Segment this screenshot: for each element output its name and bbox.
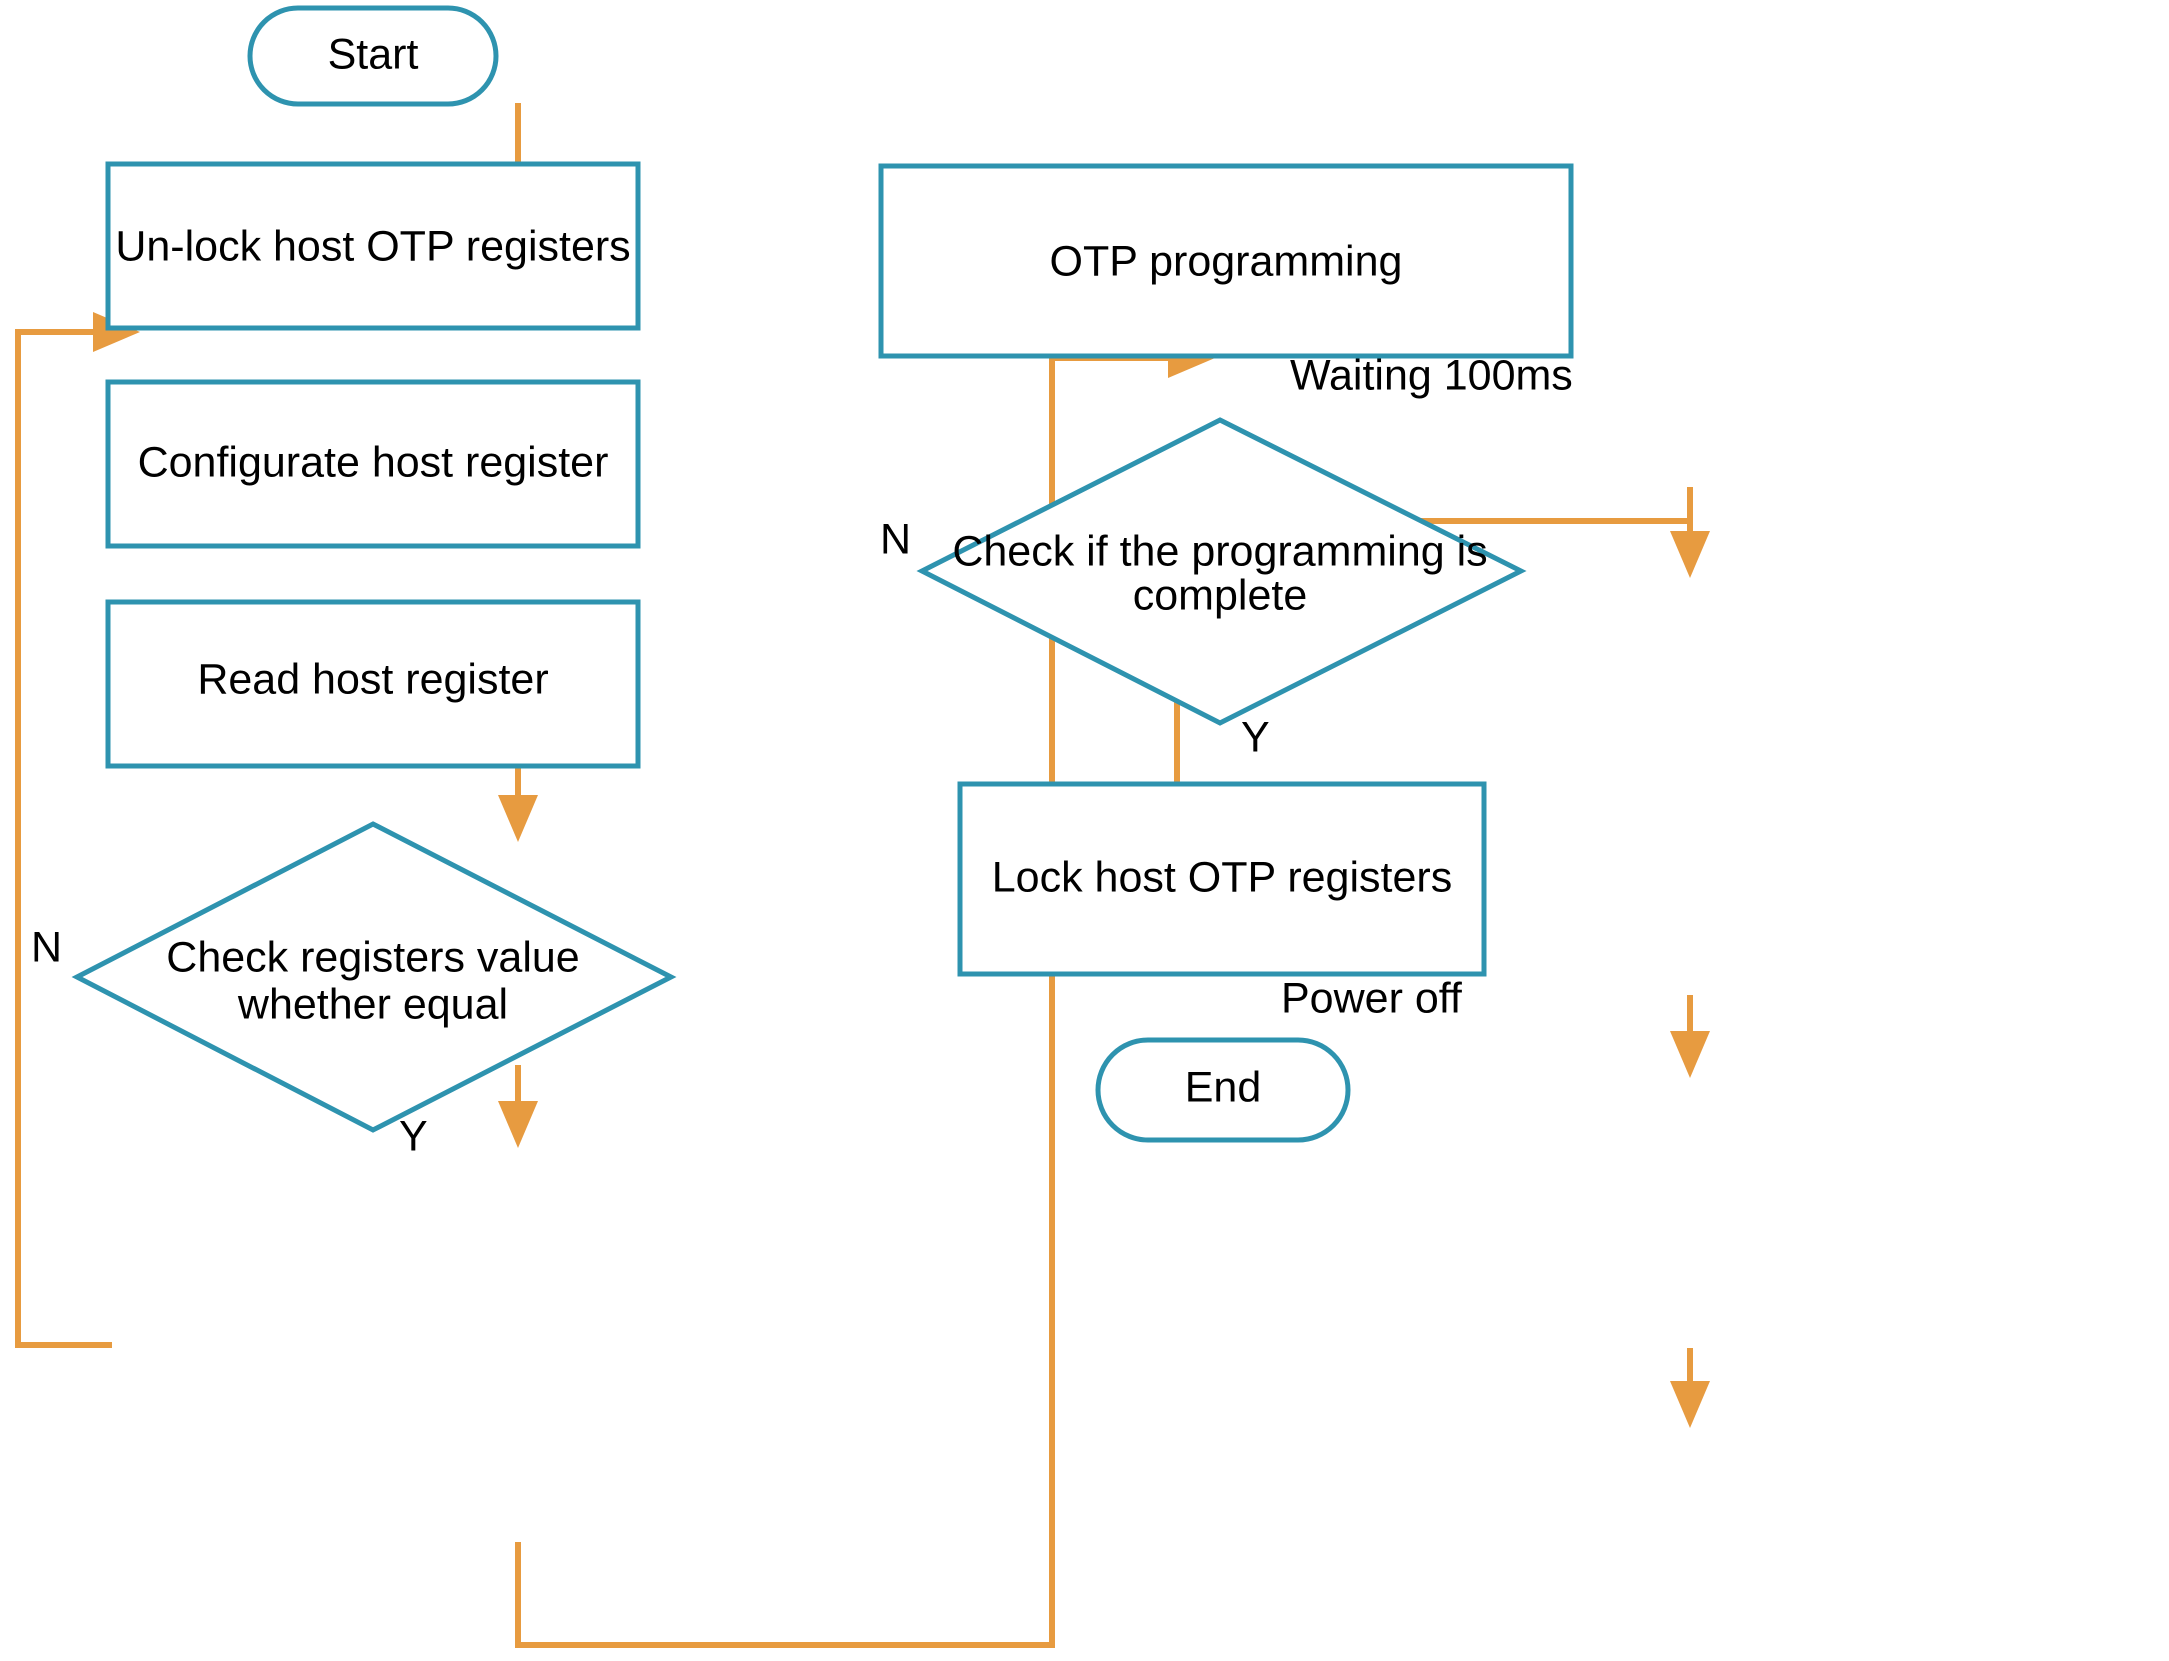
edge-otp-to-check-complete [1670, 487, 1710, 578]
node-unlock-host-otp-registers[interactable]: Un-lock host OTP registers [105, 161, 641, 331]
node-lock-host-otp-registers[interactable]: Lock host OTP registers [957, 781, 1487, 977]
node-lock-label: Lock host OTP registers [992, 853, 1452, 901]
node-otp-programming[interactable]: OTP programming [878, 163, 1574, 359]
node-check-equal-label-line1: Check registers value [166, 933, 579, 981]
node-end[interactable]: End [1095, 1037, 1351, 1143]
edge-label-power-off: Power off [1281, 974, 1463, 1022]
edge-configurate-to-read [498, 760, 538, 842]
node-start[interactable]: Start [247, 5, 499, 107]
node-otp-programming-label: OTP programming [1050, 237, 1403, 285]
edge-label-check-equal-no: N [31, 923, 62, 971]
edge-label-waiting: Waiting 100ms [1290, 351, 1573, 399]
node-check-complete-label-line1: Check if the programming is [952, 527, 1487, 575]
node-check-equal-label-line2: whether equal [237, 980, 508, 1028]
edge-label-check-equal-yes: Y [399, 1112, 428, 1160]
node-end-label: End [1185, 1063, 1262, 1111]
edge-check-complete-yes-to-lock [1670, 995, 1710, 1078]
node-read-host-register[interactable]: Read host register [105, 599, 641, 769]
edge-label-check-complete-no: N [880, 515, 911, 563]
node-configurate-label: Configurate host register [138, 438, 609, 486]
node-check-complete-label-line2: complete [1133, 571, 1307, 619]
node-check-programming-complete[interactable]: Check if the programming is complete [916, 417, 1527, 726]
edge-check-equal-no-loop [15, 312, 140, 1348]
edge-lock-to-end [1670, 1348, 1710, 1428]
node-start-label: Start [328, 30, 419, 78]
node-check-registers-value[interactable]: Check registers value whether equal [71, 821, 677, 1133]
node-unlock-label: Un-lock host OTP registers [115, 222, 630, 270]
edge-label-check-complete-yes: Y [1241, 713, 1270, 761]
node-configurate-host-register[interactable]: Configurate host register [105, 379, 641, 549]
edge-read-to-check-equal [498, 1065, 538, 1148]
node-read-label: Read host register [197, 655, 548, 703]
